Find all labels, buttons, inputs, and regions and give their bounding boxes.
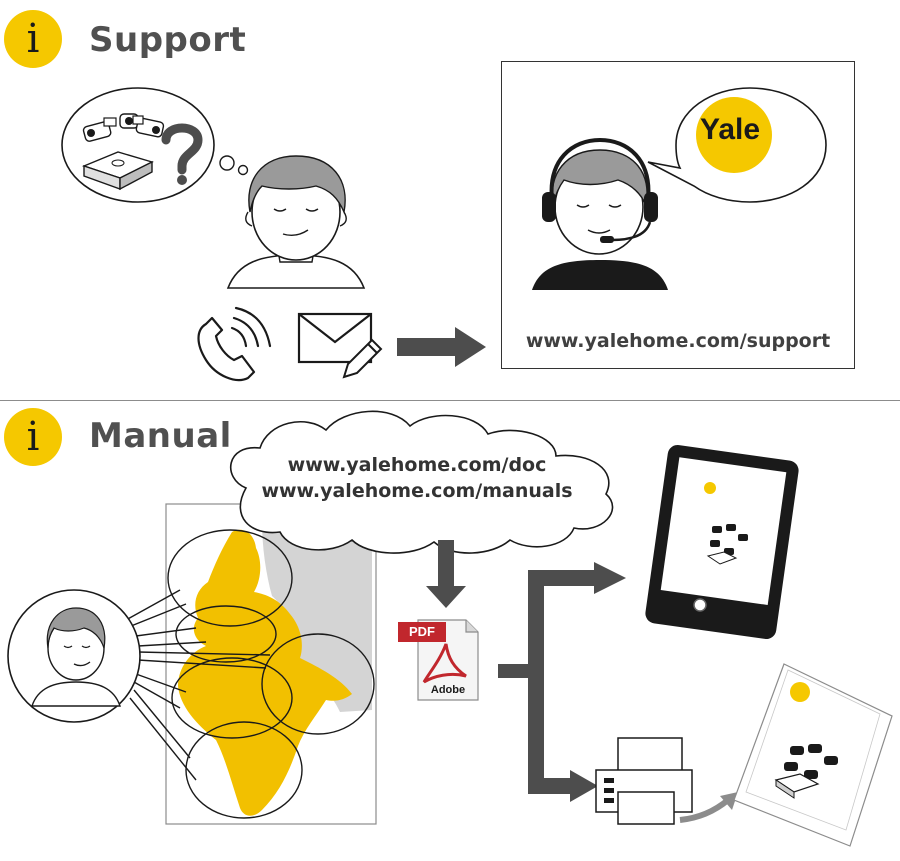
support-url[interactable]: www.yalehome.com/support <box>525 330 831 352</box>
adobe-label: Adobe <box>430 684 466 696</box>
distribution-arrows <box>498 562 626 802</box>
manual-url-manuals[interactable]: www.yalehome.com/manuals <box>261 480 573 502</box>
camera-icon <box>132 115 165 138</box>
url-cloud <box>229 410 614 554</box>
connector-lines <box>125 589 271 781</box>
support-box <box>501 61 855 369</box>
question-mark-icon <box>161 123 203 185</box>
print-out-arrow <box>679 797 730 823</box>
pdf-icon <box>398 619 479 701</box>
arrow-to-support <box>397 327 486 367</box>
region-circles <box>167 529 375 819</box>
section-title-support: Support <box>89 20 247 60</box>
manual-url-doc[interactable]: www.yalehome.com/doc <box>287 454 547 476</box>
customer-person-icon <box>226 155 366 289</box>
info-icon: i <box>4 10 62 68</box>
support-agent-icon <box>532 149 668 290</box>
user-person-icon <box>7 589 141 723</box>
info-icon: i <box>4 408 62 466</box>
thought-bubble <box>61 87 249 203</box>
yale-logo-text: Yale <box>700 113 761 146</box>
camera-icon <box>82 117 117 142</box>
tablet-icon <box>645 444 799 640</box>
yale-logo-icon <box>696 97 772 173</box>
printer-icon <box>595 737 693 825</box>
printed-manual-icon <box>733 663 893 847</box>
alarm-hub-icon <box>81 151 154 191</box>
section-title-manual: Manual <box>89 416 232 456</box>
headset-icon <box>542 137 658 243</box>
europe-africa-map <box>178 529 352 816</box>
pdf-label: PDF <box>409 624 435 639</box>
section-divider <box>0 400 900 401</box>
arrow-to-pdf <box>426 540 466 608</box>
pencil-icon <box>342 338 383 379</box>
phone-icon <box>197 306 272 382</box>
